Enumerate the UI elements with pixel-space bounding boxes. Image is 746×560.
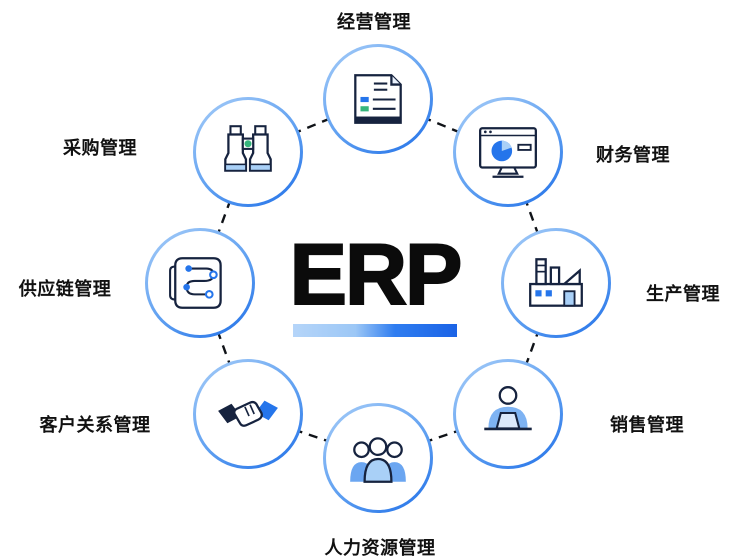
node-circle-business-management: [323, 44, 433, 154]
people-group-icon: [345, 425, 411, 491]
center-block: ERP: [278, 227, 472, 337]
binoculars-icon: [215, 119, 281, 185]
node-label-business-management: 经营管理: [337, 12, 411, 32]
person-laptop-icon: [475, 381, 541, 447]
handshake-icon: [215, 381, 281, 447]
route-map-icon: [167, 250, 233, 316]
node-label-hr-management: 人力资源管理: [324, 538, 436, 558]
node-circle-procurement: [193, 97, 303, 207]
node-circle-sales-management: [453, 359, 563, 469]
node-label-supply-chain: 供应链管理: [18, 279, 112, 299]
erp-underline-bar: [293, 324, 457, 337]
node-circle-hr-management: [323, 403, 433, 513]
node-label-sales-management: 销售管理: [610, 415, 684, 435]
report-document-icon: [345, 66, 411, 132]
node-label-procurement: 采购管理: [63, 138, 137, 158]
erp-title: ERP: [289, 227, 464, 323]
monitor-pie-chart-icon: [475, 119, 541, 185]
node-circle-supply-chain: [145, 228, 255, 338]
node-circle-finance-management: [453, 97, 563, 207]
factory-icon: [523, 250, 589, 316]
node-circle-crm: [193, 359, 303, 469]
node-circle-production-management: [501, 228, 611, 338]
node-label-crm: 客户关系管理: [39, 415, 151, 435]
node-label-finance-management: 财务管理: [596, 145, 670, 165]
node-label-production-management: 生产管理: [646, 284, 720, 304]
